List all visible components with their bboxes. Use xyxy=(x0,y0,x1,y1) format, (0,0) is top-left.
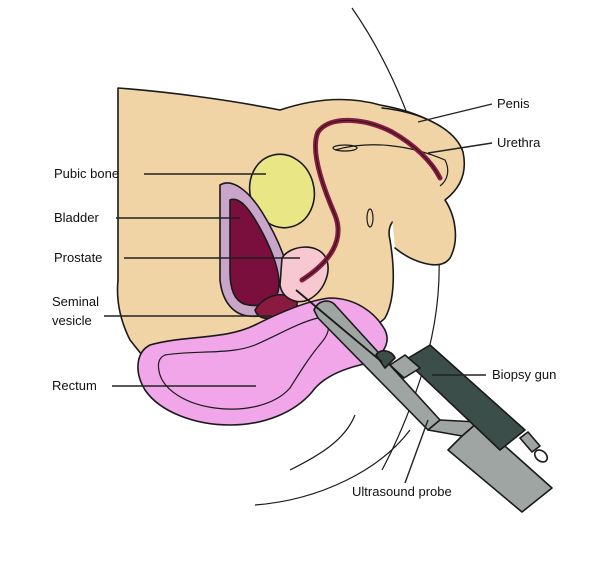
biopsy-gun-shape xyxy=(375,344,549,463)
rectum-lumen xyxy=(157,317,329,410)
label-ultrasound-probe: Ultrasound probe xyxy=(352,484,452,499)
leader-penis xyxy=(417,103,493,123)
prostate-shape xyxy=(279,246,329,303)
buttock-contour xyxy=(289,414,356,471)
urethral-bulb-detail xyxy=(366,208,374,228)
leader-urethra xyxy=(427,142,493,154)
leader-ultrasound-probe xyxy=(404,419,429,484)
label-penis: Penis xyxy=(497,96,530,111)
label-rectum: Rectum xyxy=(52,378,97,393)
label-prostate: Prostate xyxy=(54,250,102,265)
label-bladder: Bladder xyxy=(54,210,99,225)
glans-detail xyxy=(334,144,449,187)
biopsy-needle xyxy=(295,289,383,363)
urethra-outline xyxy=(301,119,441,281)
body-contour-lower xyxy=(254,429,411,506)
bladder-inner xyxy=(229,198,280,307)
label-biopsy-gun: Biopsy gun xyxy=(492,367,556,382)
label-seminal-vesicle-line1: Seminal xyxy=(52,294,99,309)
ultrasound-probe-shape xyxy=(313,300,553,513)
label-urethra: Urethra xyxy=(497,135,541,150)
rectum-shape xyxy=(137,297,388,426)
corpus-detail xyxy=(332,144,358,152)
label-pubic-bone: Pubic bone xyxy=(54,166,119,181)
label-seminal-vesicle-line2: vesicle xyxy=(52,313,92,328)
